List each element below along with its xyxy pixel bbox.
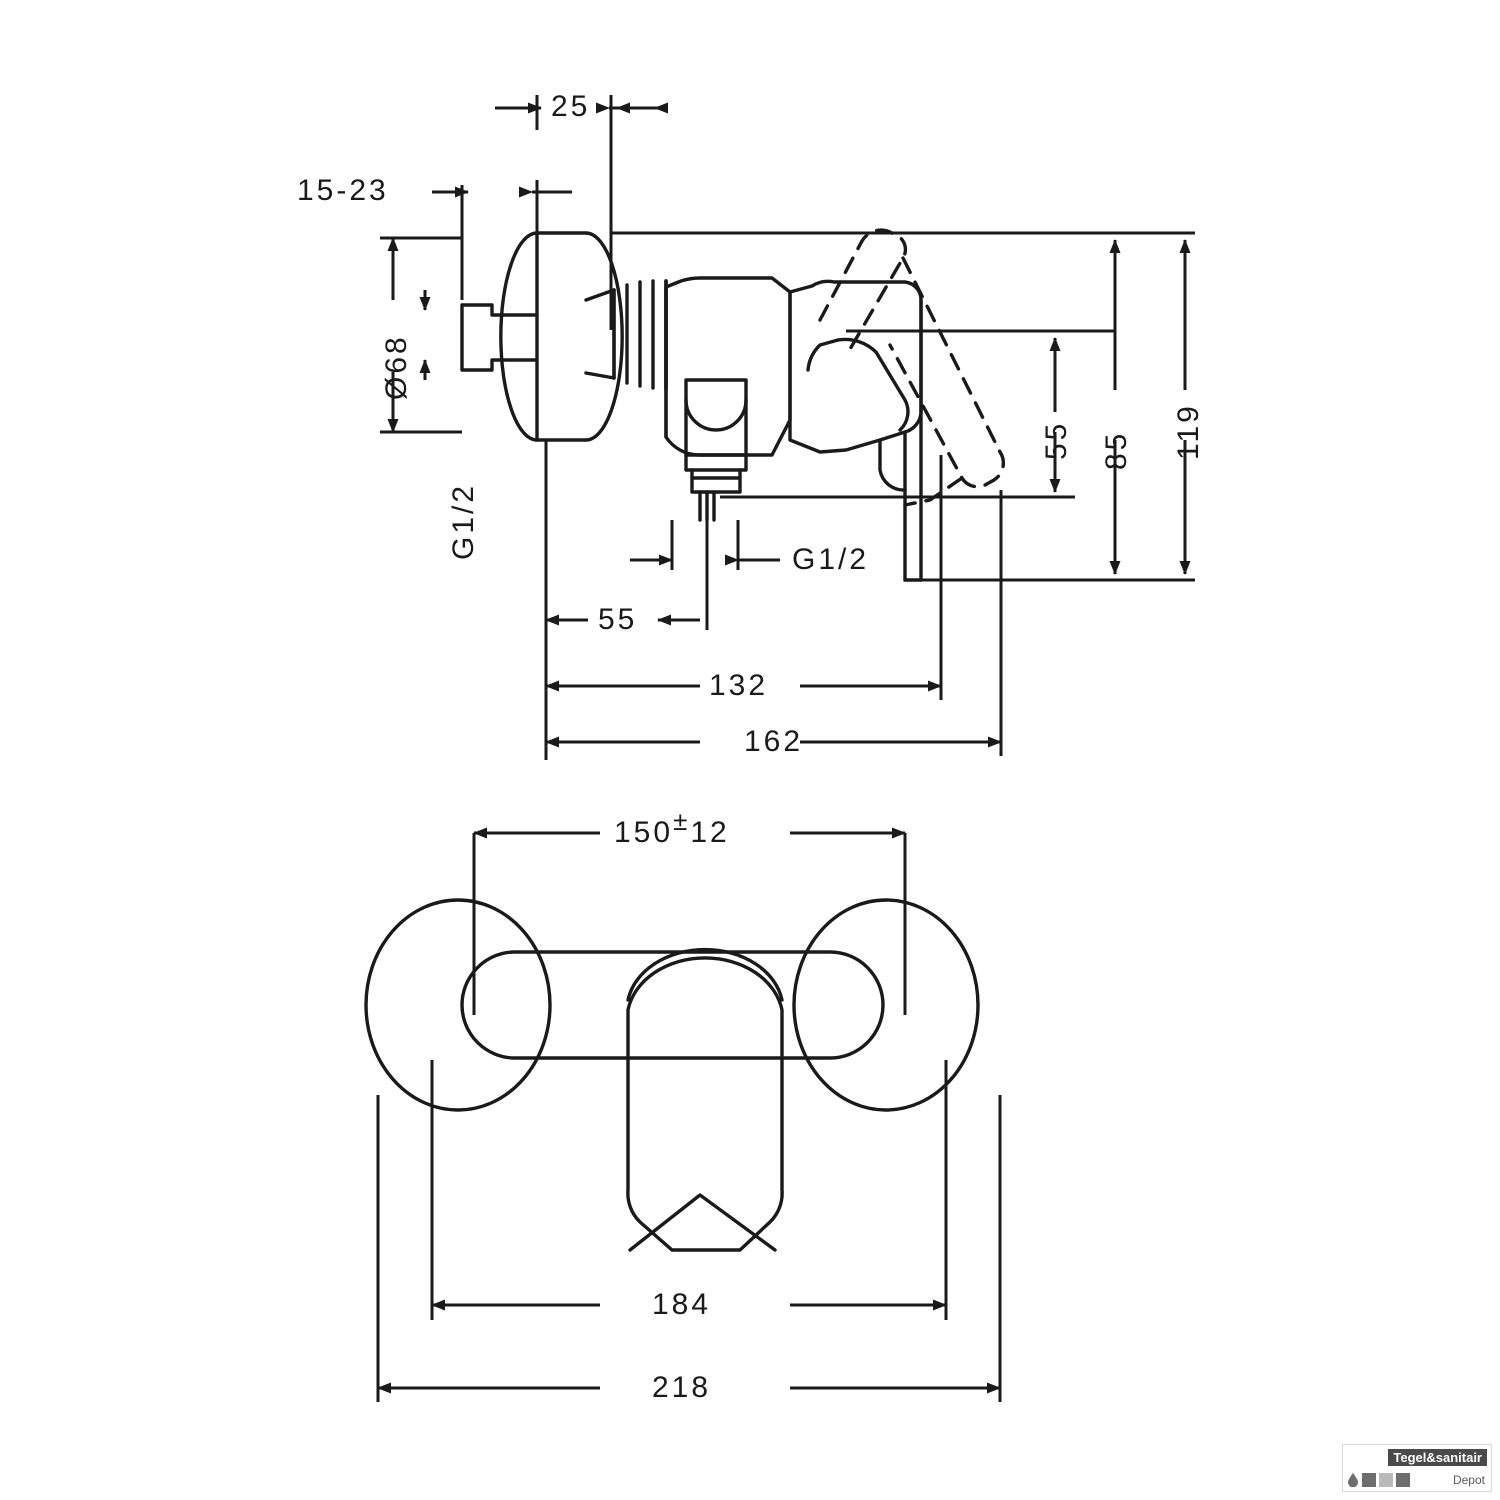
- dim-label-g12-left: G1/2: [447, 482, 480, 560]
- swatch-dark-2: [1396, 1473, 1410, 1487]
- dim-label-g12-bottom: G1/2: [792, 543, 870, 576]
- dim-label-25: 25: [551, 90, 591, 123]
- watermark-logo: Tegel&sanitair Depot: [1342, 1444, 1492, 1492]
- dim-150-plusminus: ±: [673, 806, 691, 836]
- side-view-drawing: [460, 228, 1006, 582]
- watermark-suffix: Depot: [1452, 1473, 1485, 1487]
- water-drop-icon: [1347, 1473, 1359, 1487]
- swatch-light-1: [1379, 1473, 1393, 1487]
- watermark-brand: Tegel&sanitair: [1388, 1448, 1487, 1466]
- dim-label-150-tolerance: 150±12: [614, 806, 730, 850]
- dim-label-132: 132: [709, 669, 769, 702]
- dim-label-119: 119: [1172, 403, 1205, 460]
- dim-label-184: 184: [652, 1288, 712, 1321]
- dim-label-diameter-68: Ø68: [380, 334, 413, 400]
- dim-label-55-bottom: 55: [598, 603, 638, 636]
- dim-label-15-23: 15-23: [297, 174, 389, 207]
- dim-label-162: 162: [744, 725, 804, 758]
- dimension-lines: [376, 95, 1195, 1402]
- dim-label-85: 85: [1100, 430, 1133, 470]
- front-view-drawing: [364, 898, 980, 1252]
- swatch-dark-1: [1362, 1473, 1376, 1487]
- dim-150-tol: 12: [690, 816, 730, 849]
- dim-label-55-right: 55: [1040, 420, 1073, 460]
- dim-label-218: 218: [652, 1371, 712, 1404]
- dim-150-value: 150: [614, 816, 674, 849]
